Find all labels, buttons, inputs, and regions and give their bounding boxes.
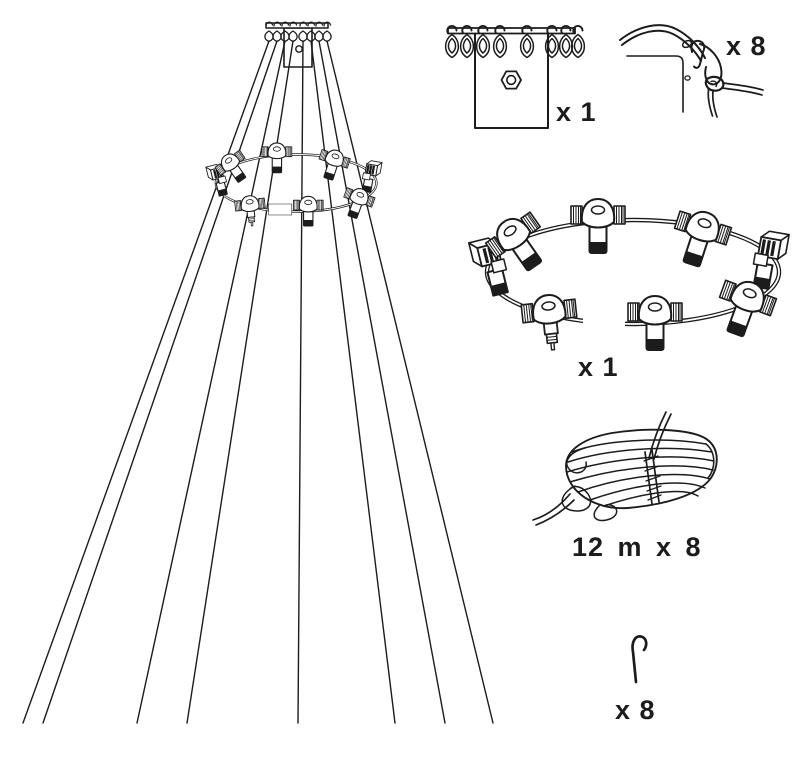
- peg-hook-wire: [631, 635, 648, 684]
- cord-coil-illustration: [532, 411, 718, 526]
- cord-end-tail: [532, 493, 575, 526]
- bracket-nut: [500, 70, 522, 90]
- light-socket-ring-illustration: [469, 199, 789, 353]
- coil-tie: [643, 449, 662, 505]
- bar-hole: [681, 39, 693, 49]
- peg-hook-qty-label: x 8: [615, 695, 656, 725]
- cord-loop: [699, 43, 723, 86]
- flagpole-assembly-illustration: [22, 21, 494, 724]
- pole-top-bolt: [295, 45, 303, 53]
- hook-bracket-qty-label: x 1: [556, 97, 597, 127]
- peg-hook-illustration: [631, 635, 648, 684]
- cord-to-right: [721, 82, 764, 96]
- cord-knot: [704, 75, 725, 92]
- pole-top-bar: [265, 22, 329, 29]
- cord-qty-label: 12 m x 8: [572, 532, 702, 562]
- bracket-hooks: [444, 25, 586, 59]
- pole-top-hooks: [264, 21, 332, 43]
- cord-down: [707, 88, 718, 118]
- plate-hole: [684, 75, 691, 81]
- cord-end-up: [648, 411, 672, 460]
- corner-hook-knot-illustration: [619, 24, 764, 118]
- plate-corner: [626, 55, 684, 113]
- bar-edge-outer: [619, 24, 706, 59]
- socket-ring-qty-label: x 1: [578, 352, 619, 382]
- hook-bracket-illustration: [444, 25, 586, 129]
- bar-edge-inner: [621, 29, 702, 62]
- corner-detail-qty-label: x 8: [726, 31, 767, 61]
- suspension-lines: [22, 40, 494, 724]
